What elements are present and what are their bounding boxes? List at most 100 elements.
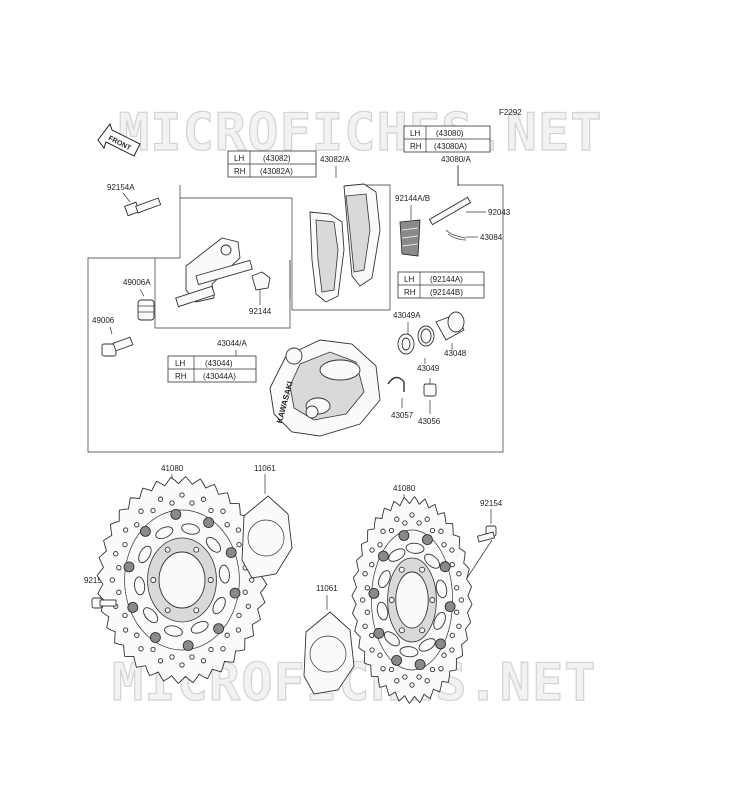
table-cell: (43044A) (203, 372, 236, 381)
drill-hole (424, 516, 430, 522)
spoke-cutout (155, 526, 174, 540)
drill-hole (369, 632, 375, 639)
piston-seal (397, 333, 415, 355)
drill-hole (454, 609, 460, 615)
mounting-bolt (124, 197, 162, 217)
pad-clip (387, 376, 405, 392)
drill-hole (235, 627, 242, 633)
table-92144: LH (92144A) RH (92144B) (397, 271, 485, 299)
drill-hole (169, 654, 175, 660)
label-41080-right: 41080 (393, 484, 416, 493)
drill-hole (122, 527, 129, 533)
spoke-cutout (143, 607, 159, 624)
spoke-cutout (399, 646, 419, 658)
drill-hole (416, 674, 422, 680)
drill-hole (179, 662, 185, 668)
hub-bolt-hole (193, 546, 200, 553)
table-43080: LH (43080) RH (43080A) (403, 125, 491, 153)
spoke-cutout (164, 625, 183, 637)
float-button (225, 547, 237, 558)
drill-hole (449, 647, 455, 653)
label-49006a: 49006A (123, 278, 151, 287)
float-button (213, 623, 225, 634)
drill-hole (224, 522, 230, 528)
label-43082a: 43082/A (320, 155, 350, 164)
hub-bolt-hole (398, 627, 405, 634)
drill-hole (189, 654, 195, 660)
drill-hole (362, 623, 368, 629)
drill-hole (362, 571, 368, 577)
table-cell: LH (175, 359, 185, 368)
label-92154-right: 92154 (480, 499, 503, 508)
pad-pin (428, 196, 472, 226)
slide-pin (101, 336, 134, 357)
table-cell: (43082) (263, 154, 291, 163)
slide-boot (137, 299, 155, 321)
float-button (414, 659, 426, 670)
float-button (368, 588, 380, 599)
drill-hole (369, 547, 375, 553)
dust-seal (417, 325, 435, 347)
float-button (377, 550, 389, 562)
drill-hole (122, 541, 128, 548)
bleeder-valve (423, 378, 437, 397)
table-cell: RH (410, 142, 422, 151)
drill-hole (456, 571, 462, 577)
drill-hole (394, 516, 400, 522)
label-92144: 92144 (249, 307, 272, 316)
drill-hole (208, 646, 214, 653)
float-button (149, 632, 161, 643)
disc-gasket-right (303, 611, 355, 695)
drill-hole (369, 647, 375, 653)
drill-hole (364, 585, 370, 591)
spoke-cutout (138, 545, 152, 564)
piston (435, 311, 465, 341)
spoke-cutout (205, 536, 221, 553)
drill-hole (122, 612, 128, 619)
drill-hole (438, 528, 444, 534)
label-43084: 43084 (480, 233, 503, 242)
drill-hole (364, 609, 370, 615)
spoke-cutout (383, 631, 400, 647)
drill-hole (235, 527, 242, 533)
table-cell: RH (404, 288, 416, 297)
label-43056: 43056 (418, 417, 441, 426)
spoke-cutout (134, 576, 146, 596)
table-cell: (92144B) (430, 288, 463, 297)
label-43080a: 43080/A (441, 155, 471, 164)
drill-hole (189, 500, 195, 506)
drill-hole (220, 646, 226, 652)
float-button (203, 517, 215, 528)
drill-hole (429, 666, 436, 673)
float-button (182, 640, 194, 651)
drill-hole (416, 520, 422, 526)
spoke-cutout (418, 638, 436, 652)
spoke-cutout (190, 620, 209, 634)
table-cell: (43080) (436, 129, 464, 138)
float-button (444, 601, 456, 612)
disc-gasket-left (241, 495, 293, 579)
float-button (127, 602, 139, 613)
drill-hole (134, 522, 140, 528)
drill-hole (388, 666, 395, 673)
drill-hole (220, 508, 226, 514)
anti-rattle-pad (251, 271, 271, 291)
drill-hole (409, 682, 415, 688)
drill-hole (249, 577, 255, 583)
drill-hole (169, 500, 175, 506)
hub-bolt-hole (398, 566, 405, 573)
label-11061-right: 11061 (316, 584, 338, 593)
spoke-cutout (376, 601, 389, 621)
hub-bolt-hole (207, 577, 214, 583)
table-cell: LH (404, 275, 414, 284)
spoke-cutout (435, 579, 448, 599)
disc-bolt-left (91, 597, 117, 609)
label-43049a: 43049A (393, 311, 421, 320)
pin-clip (445, 229, 467, 241)
label-92154-left: 92154 (84, 576, 107, 585)
label-43048: 43048 (444, 349, 467, 358)
label-43049: 43049 (417, 364, 440, 373)
table-cell: (43082A) (260, 167, 293, 176)
disc-bolt-right (476, 525, 497, 543)
